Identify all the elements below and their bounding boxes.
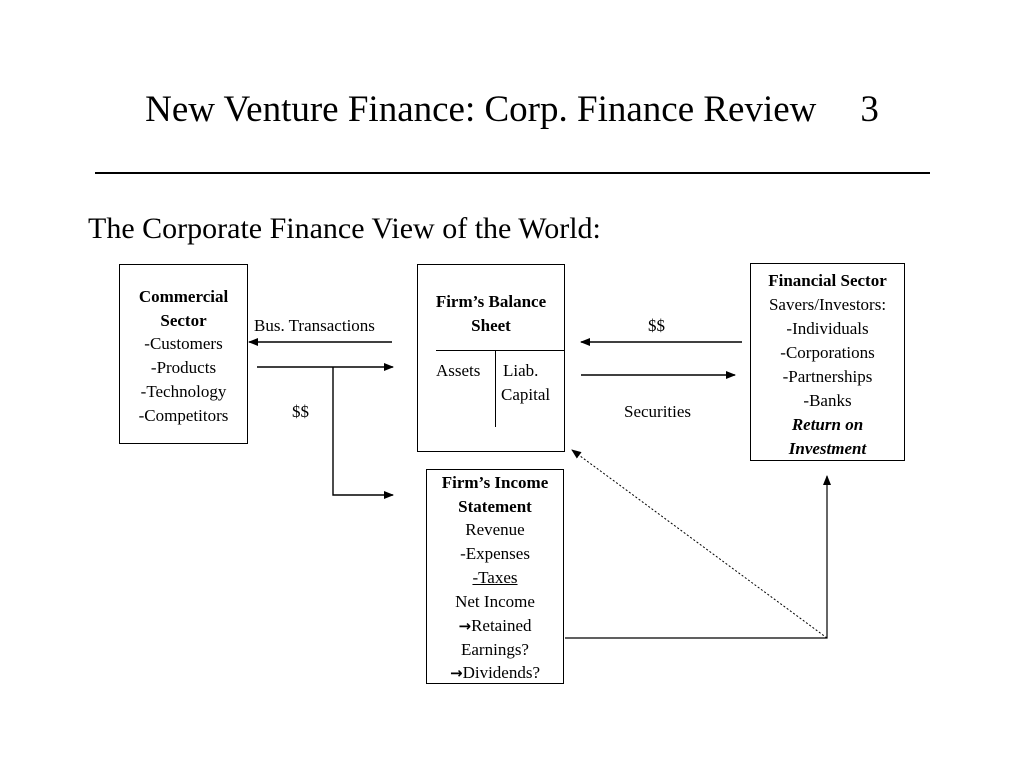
financial-sector-heading: Financial Sector <box>768 271 887 290</box>
arrow-retained-earnings-dotted <box>571 449 828 639</box>
commercial-sector-heading-1: Commercial <box>138 287 229 306</box>
financial-line-corporations: -Corporations <box>780 343 875 362</box>
income-line-revenue: Revenue <box>465 520 525 539</box>
dollars-label-right: $$ <box>648 316 665 335</box>
income-statement-box: Firm’s Income Statement Revenue -Expense… <box>426 469 564 684</box>
title-divider <box>95 172 930 174</box>
liabilities-label: Liab. <box>503 361 539 380</box>
slide-title: New Venture Finance: Corp. Finance Revie… <box>0 88 1024 131</box>
arrow-dividends-to-investors <box>565 475 831 639</box>
financial-line-individuals: -Individuals <box>786 319 869 338</box>
income-line-expenses: -Expenses <box>460 544 530 563</box>
income-statement-heading-2: Statement <box>458 497 532 516</box>
slide-subtitle: The Corporate Finance View of the World: <box>88 212 601 245</box>
income-line-retained: →Retained <box>427 614 563 638</box>
bus-transactions-label: Bus. Transactions <box>254 316 375 335</box>
return-on-investment-2: Investment <box>788 439 867 458</box>
financial-sector-box: Financial Sector Savers/Investors: -Indi… <box>750 263 905 461</box>
income-line-net-income: Net Income <box>455 592 535 611</box>
title-text: New Venture Finance: Corp. Finance Revie… <box>145 89 817 130</box>
financial-line-banks: -Banks <box>803 391 852 410</box>
commercial-sector-heading-2: Sector <box>160 311 207 330</box>
retained-label: Retained <box>471 616 532 635</box>
securities-label: Securities <box>624 402 692 421</box>
income-line-dividends: →Dividends? <box>427 661 563 685</box>
commercial-item-technology: -Technology <box>140 382 227 401</box>
financial-line-partnerships: -Partnerships <box>782 367 873 386</box>
assets-label: Assets <box>436 361 481 380</box>
balance-sheet-heading-1: Firm’s Balance <box>435 292 547 311</box>
arrow-right-icon: → <box>458 617 472 635</box>
return-on-investment-1: Return on <box>791 415 864 434</box>
capital-label: Capital <box>501 385 551 404</box>
income-line-taxes: -Taxes <box>472 568 518 587</box>
commercial-item-products: -Products <box>150 358 217 377</box>
income-line-earnings: Earnings? <box>461 640 529 659</box>
commercial-item-competitors: -Competitors <box>138 406 229 425</box>
slide-number: 3 <box>860 89 879 130</box>
arrow-right-icon: → <box>449 664 463 682</box>
financial-line-savers: Savers/Investors: <box>768 295 887 314</box>
t-account-horizontal-rule <box>436 350 564 351</box>
commercial-item-customers: -Customers <box>144 334 223 353</box>
commercial-sector-box: Commercial Sector -Customers -Products -… <box>119 264 248 444</box>
arrow-to-income-statement <box>332 367 394 499</box>
balance-sheet-heading-2: Sheet <box>471 316 511 335</box>
dollars-label-left: $$ <box>292 402 309 421</box>
balance-sheet-box: Firm’s Balance Sheet Assets Liab. Capita… <box>417 264 565 452</box>
dividends-label: Dividends? <box>462 663 540 682</box>
t-account-vertical-rule <box>495 350 496 427</box>
income-statement-heading-1: Firm’s Income <box>441 473 549 492</box>
